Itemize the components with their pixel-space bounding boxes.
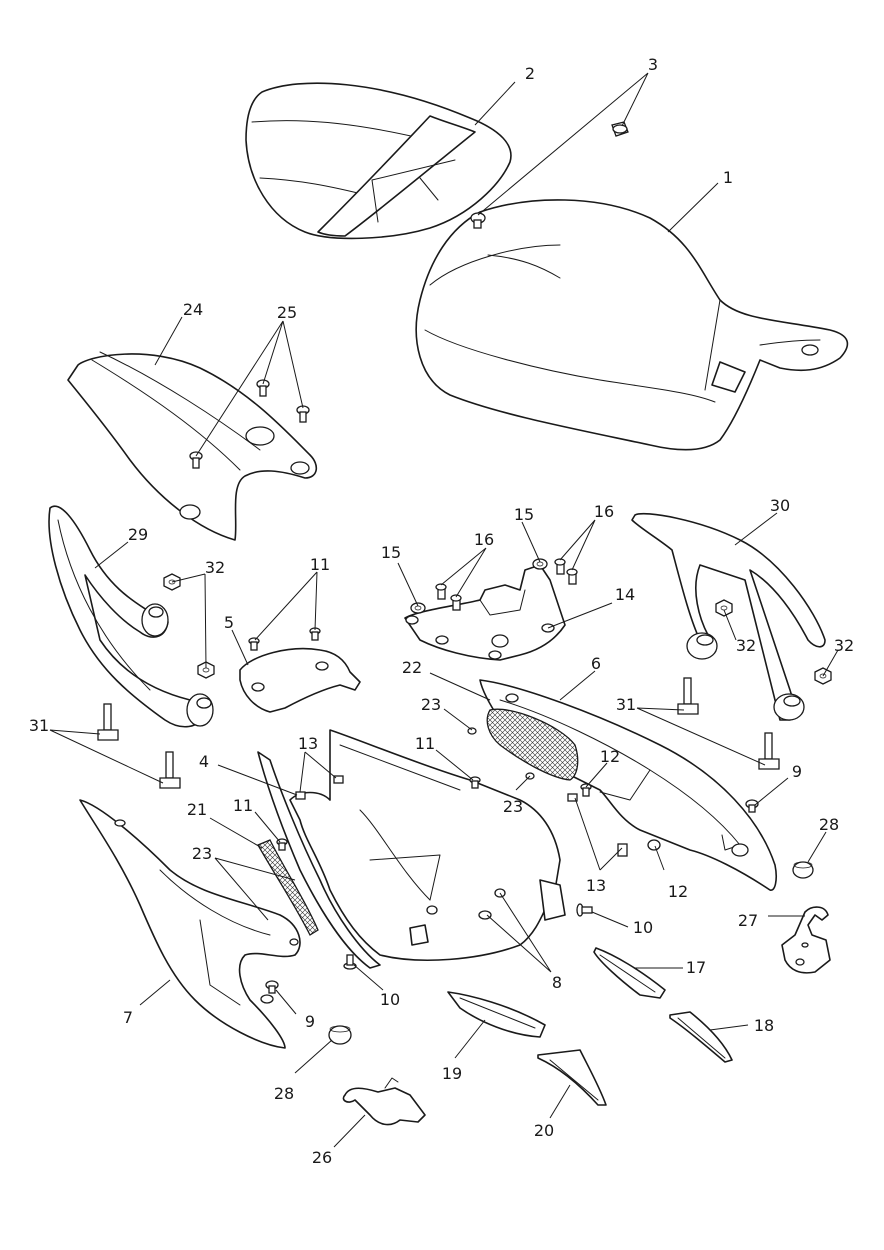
label-part-11-a: 11 xyxy=(310,555,330,574)
label-part-21: 21 xyxy=(187,800,207,819)
small-bracket xyxy=(239,647,361,713)
label-part-25: 25 xyxy=(277,303,297,322)
nut-32-right-a xyxy=(715,599,733,617)
screw-11-d xyxy=(276,838,288,851)
label-part-29: 29 xyxy=(128,525,148,544)
label-part-31-right: 31 xyxy=(616,695,636,714)
label-part-16-b: 16 xyxy=(594,502,614,521)
label-part-9-right: 9 xyxy=(792,762,802,781)
label-part-1: 1 xyxy=(723,168,733,187)
label-part-26: 26 xyxy=(312,1148,332,1167)
mounting-bracket xyxy=(404,564,566,661)
label-part-20: 20 xyxy=(534,1121,554,1140)
label-part-16-a: 16 xyxy=(474,530,494,549)
bolt-31-c xyxy=(677,677,699,715)
label-part-10-right: 10 xyxy=(633,918,653,937)
trim-18 xyxy=(669,1011,733,1063)
label-part-8: 8 xyxy=(552,973,562,992)
nut-13-right-upper xyxy=(567,793,578,802)
label-part-23-a: 23 xyxy=(421,695,441,714)
bolt-31-a xyxy=(97,703,119,741)
grab-rail-right xyxy=(631,512,826,721)
hook-bracket-27 xyxy=(781,906,831,974)
grab-rail-left xyxy=(48,505,214,728)
screw-12-a xyxy=(580,783,592,797)
label-part-12-a: 12 xyxy=(600,747,620,766)
label-part-3: 3 xyxy=(648,55,658,74)
screw-16-b xyxy=(450,594,462,611)
screw-3-lower xyxy=(470,212,486,229)
rider-seat xyxy=(415,199,849,451)
label-part-12-b: 12 xyxy=(668,882,688,901)
label-part-13-a: 13 xyxy=(298,734,318,753)
label-part-15-a: 15 xyxy=(381,543,401,562)
label-part-27: 27 xyxy=(738,911,758,930)
label-part-32-left: 32 xyxy=(205,558,225,577)
nut-13-left-a xyxy=(295,791,306,800)
label-part-30: 30 xyxy=(770,496,790,515)
nut-13-left-b xyxy=(333,775,344,784)
label-part-6: 6 xyxy=(591,654,601,673)
label-part-11-c: 11 xyxy=(233,796,253,815)
label-part-10-left: 10 xyxy=(380,990,400,1009)
washer-15-a xyxy=(410,602,426,614)
screw-16-c xyxy=(554,558,566,575)
label-part-5: 5 xyxy=(224,613,234,632)
label-part-2: 2 xyxy=(525,64,535,83)
label-part-9-left: 9 xyxy=(305,1012,315,1031)
bolt-31-b xyxy=(159,751,181,789)
label-part-17: 17 xyxy=(686,958,706,977)
label-part-13-b: 13 xyxy=(586,876,606,895)
trim-19 xyxy=(447,991,546,1038)
label-part-14: 14 xyxy=(615,585,635,604)
label-part-24: 24 xyxy=(183,300,203,319)
leader-lines xyxy=(49,72,839,1148)
washer-15-b xyxy=(532,558,548,570)
label-part-7: 7 xyxy=(123,1008,133,1027)
label-part-18: 18 xyxy=(754,1016,774,1035)
label-part-15-b: 15 xyxy=(514,505,534,524)
trim-20 xyxy=(537,1049,607,1106)
side-panel-left xyxy=(79,799,301,1049)
screw-16-d xyxy=(566,568,578,585)
screw-11-a xyxy=(248,637,260,651)
label-part-31-left: 31 xyxy=(29,716,49,735)
label-part-22: 22 xyxy=(402,658,422,677)
label-part-4: 4 xyxy=(199,752,209,771)
label-part-32-right-a: 32 xyxy=(736,636,756,655)
trim-17 xyxy=(593,947,666,999)
mesh-panel-22 xyxy=(486,708,579,781)
label-part-28-left: 28 xyxy=(274,1084,294,1103)
bolt-31-d xyxy=(758,732,780,770)
screw-9-left xyxy=(265,980,279,994)
clip-23-a xyxy=(467,727,477,735)
pillion-seat xyxy=(245,82,512,240)
grommet-12-b xyxy=(647,839,661,851)
screw-9-right xyxy=(745,799,759,813)
nut-13-right xyxy=(617,843,628,857)
label-part-32-right-b: 32 xyxy=(834,636,854,655)
label-part-19: 19 xyxy=(442,1064,462,1083)
grommet-28-right xyxy=(792,861,814,879)
screw-3-upper xyxy=(611,121,629,137)
grommet-28-left xyxy=(328,1025,352,1045)
label-part-11-b: 11 xyxy=(415,734,435,753)
screw-10-b xyxy=(576,903,593,917)
screw-25-b xyxy=(296,405,310,423)
undertray xyxy=(257,729,566,969)
seat-cowl xyxy=(67,351,318,541)
screw-16-a xyxy=(435,583,447,600)
screw-11-c xyxy=(469,776,481,789)
label-part-23-c: 23 xyxy=(192,844,212,863)
hook-bracket-26 xyxy=(342,1077,426,1126)
screw-10-a xyxy=(343,954,357,970)
part-number-labels: 1 2 3 4 5 6 7 8 9 9 10 10 11 11 11 12 12… xyxy=(29,55,854,1167)
label-part-23-b: 23 xyxy=(503,797,523,816)
label-part-28-right: 28 xyxy=(819,815,839,834)
